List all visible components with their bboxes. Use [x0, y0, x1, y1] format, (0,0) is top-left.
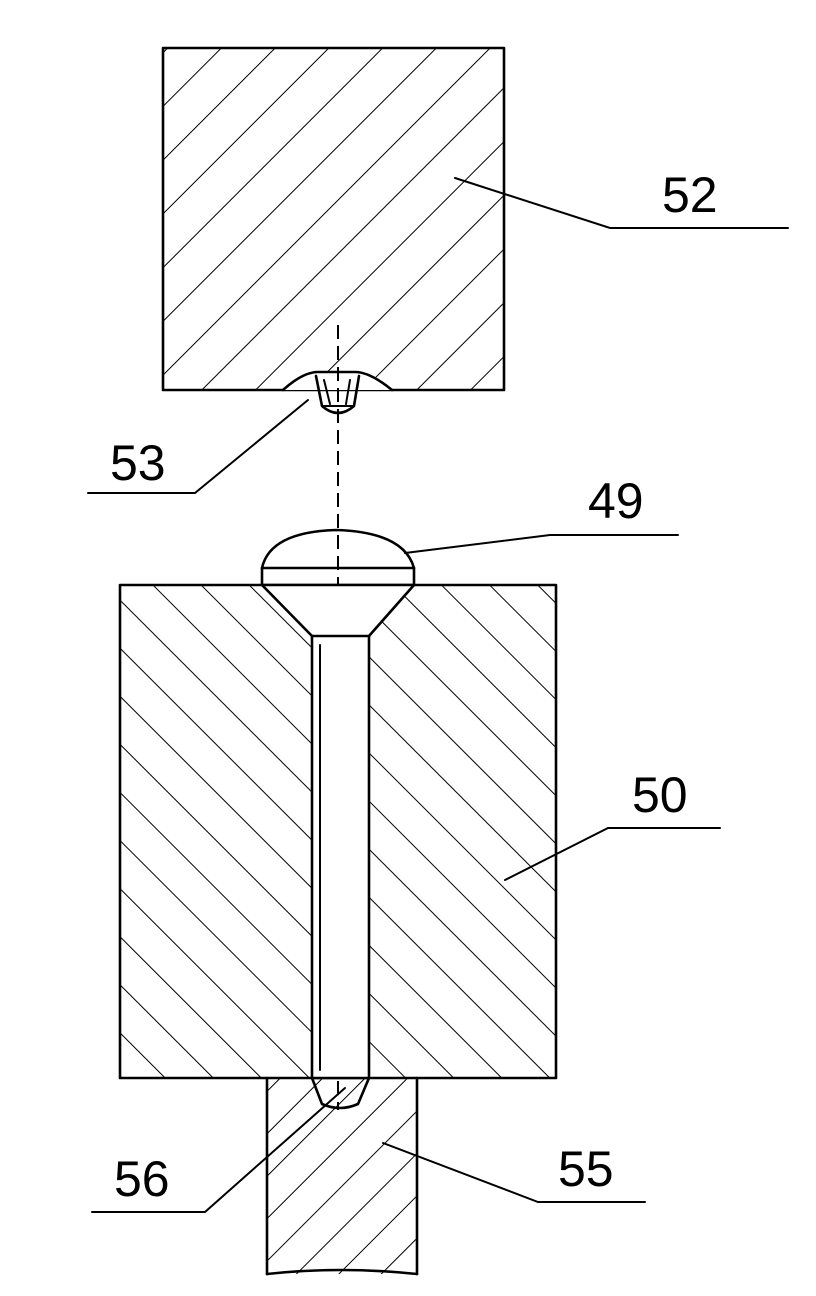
label-52: 52: [662, 167, 718, 223]
label-55: 55: [558, 1141, 614, 1197]
label-50: 50: [632, 767, 688, 823]
upper-punch-block: [163, 48, 504, 390]
label-53: 53: [110, 435, 166, 491]
label-56: 56: [114, 1151, 170, 1207]
leader-49: [405, 535, 678, 553]
label-49: 49: [588, 473, 644, 529]
